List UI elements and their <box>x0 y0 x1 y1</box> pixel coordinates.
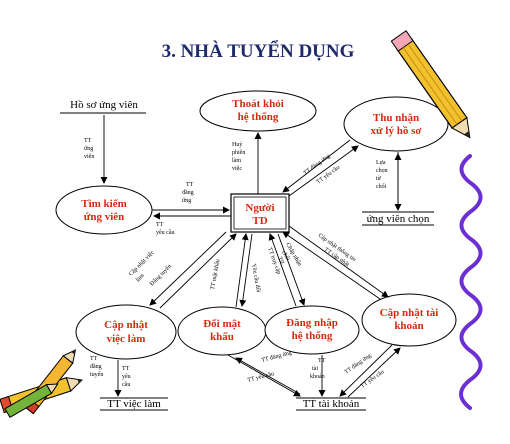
flow-label: phiên <box>232 150 245 156</box>
flow-label: yêu cầu <box>156 229 175 236</box>
flow-label: việc <box>232 166 242 172</box>
flow-label: chối <box>376 183 387 190</box>
flow-label: TT <box>156 222 164 228</box>
flow-label: TT đăng ứng <box>261 350 293 364</box>
flow-label: chối <box>280 250 291 263</box>
arrow-td-to-thunhan <box>288 145 359 197</box>
flow-label: viên <box>84 154 94 160</box>
flow-label: TT <box>90 356 98 362</box>
process-thu-nhan: Thu nhận xử lý hồ sơ <box>343 96 449 152</box>
flow-label: đăng <box>90 364 102 370</box>
flow-label: TT <box>122 366 130 372</box>
flow-label: cầu <box>122 381 130 388</box>
flow-label: làm <box>135 273 146 284</box>
entity-nguoi-td: Người TD <box>230 193 290 233</box>
arrow-tttk-to-capnhattk <box>347 347 401 398</box>
flow-label: chọn <box>376 168 388 174</box>
flow-label: TT <box>186 182 194 188</box>
process-cap-nhat-tai-khoan: Cập nhật tài khoản <box>361 293 457 347</box>
process-label: Cập nhật <box>104 319 148 331</box>
process-thoat-khoi: Thoát khỏi hệ thống <box>199 90 317 132</box>
arrow-dangnhap-to-td <box>268 233 297 307</box>
flow-label: TT <box>84 138 92 144</box>
store-ho-so-ung-vien: Hồ sơ ứng viên <box>60 99 146 114</box>
flow-label: Đăng tuyển <box>148 263 173 288</box>
store-label: TT tài khoản <box>303 398 360 410</box>
flow-label: ứng <box>182 198 191 204</box>
flow-label: Lựa <box>376 160 386 166</box>
arrow-td-to-dangnhap <box>277 233 306 306</box>
flow-label: làm <box>232 158 241 164</box>
flow-label: khoản <box>310 374 325 380</box>
flow-label: yêu <box>122 374 131 380</box>
flow-arrows <box>100 115 402 398</box>
arrow-capnhattk-to-tttk <box>339 344 393 397</box>
process-label: hệ thống <box>292 330 333 342</box>
flow-label: TT mật khẩu <box>209 259 221 291</box>
store-label: TT việc làm <box>107 398 161 410</box>
flow-label: Huỷ <box>232 142 242 148</box>
squiggle-decoration <box>459 154 483 410</box>
process-label: hệ thống <box>238 111 279 123</box>
flow-label: TT <box>318 358 326 364</box>
flow-label: tuyển <box>90 371 103 378</box>
flow-label: TT đăng ứng <box>344 353 373 376</box>
pencils-icon <box>0 349 84 419</box>
entity-label-1: Người <box>245 202 274 214</box>
flow-label: đăng <box>182 190 194 196</box>
process-label: Tìm kiếm <box>81 198 127 210</box>
arrow-doimk-to-td <box>235 233 249 308</box>
flow-label: tài <box>312 366 318 372</box>
process-label: Thu nhận <box>373 112 419 124</box>
arrow-capnhatvl-to-td <box>159 233 237 309</box>
process-label: Đổi mật <box>203 318 241 330</box>
arrow-tttk-to-doimk <box>235 357 301 395</box>
store-tt-tai-khoan: TT tài khoản <box>296 397 366 411</box>
flow-label: Yêu cầu đổi <box>250 263 262 293</box>
process-cap-nhat-viec-lam: Cập nhật việc làm <box>75 304 177 360</box>
page-title: 3. NHÀ TUYỂN DỤNG <box>162 40 355 62</box>
process-label: khẩu <box>210 331 234 343</box>
store-label: ứng viên chọn <box>367 213 430 225</box>
flow-label: từ <box>376 176 382 182</box>
process-label: khoản <box>394 320 423 332</box>
process-dang-nhap: Đăng nhập hệ thống <box>264 305 360 355</box>
process-label: xử lý hồ sơ <box>371 125 423 137</box>
flow-label: TT yêu cầu <box>359 368 385 389</box>
store-tt-viec-lam: TT việc làm <box>100 397 168 411</box>
arrow-td-to-capnhattk <box>288 225 389 298</box>
flow-label: Từ <box>276 256 285 266</box>
flow-label: Cập nhật việc <box>128 250 156 278</box>
pencil-icon <box>390 30 471 139</box>
process-label: Đăng nhập <box>286 317 338 329</box>
process-doi-mat-khau: Đổi mật khẩu <box>177 306 267 356</box>
process-label: Cập nhật tài <box>380 307 439 319</box>
arrow-thunhan-to-td <box>282 139 351 193</box>
process-label: Thoát khỏi <box>232 98 284 110</box>
process-label: việc làm <box>107 333 146 345</box>
store-label: Hồ sơ ứng viên <box>70 99 138 111</box>
store-ung-vien-chon: ứng viên chọn <box>362 211 434 226</box>
process-label: ứng viên <box>84 211 125 223</box>
entity-label-2: TD <box>252 215 267 227</box>
process-tim-kiem: Tìm kiếm ứng viên <box>55 185 153 235</box>
flow-label: ứng <box>84 146 93 152</box>
arrow-td-to-doimk <box>239 233 253 307</box>
arrow-capnhattk-to-td <box>282 231 381 300</box>
arrow-td-to-capnhatvl <box>149 231 227 306</box>
